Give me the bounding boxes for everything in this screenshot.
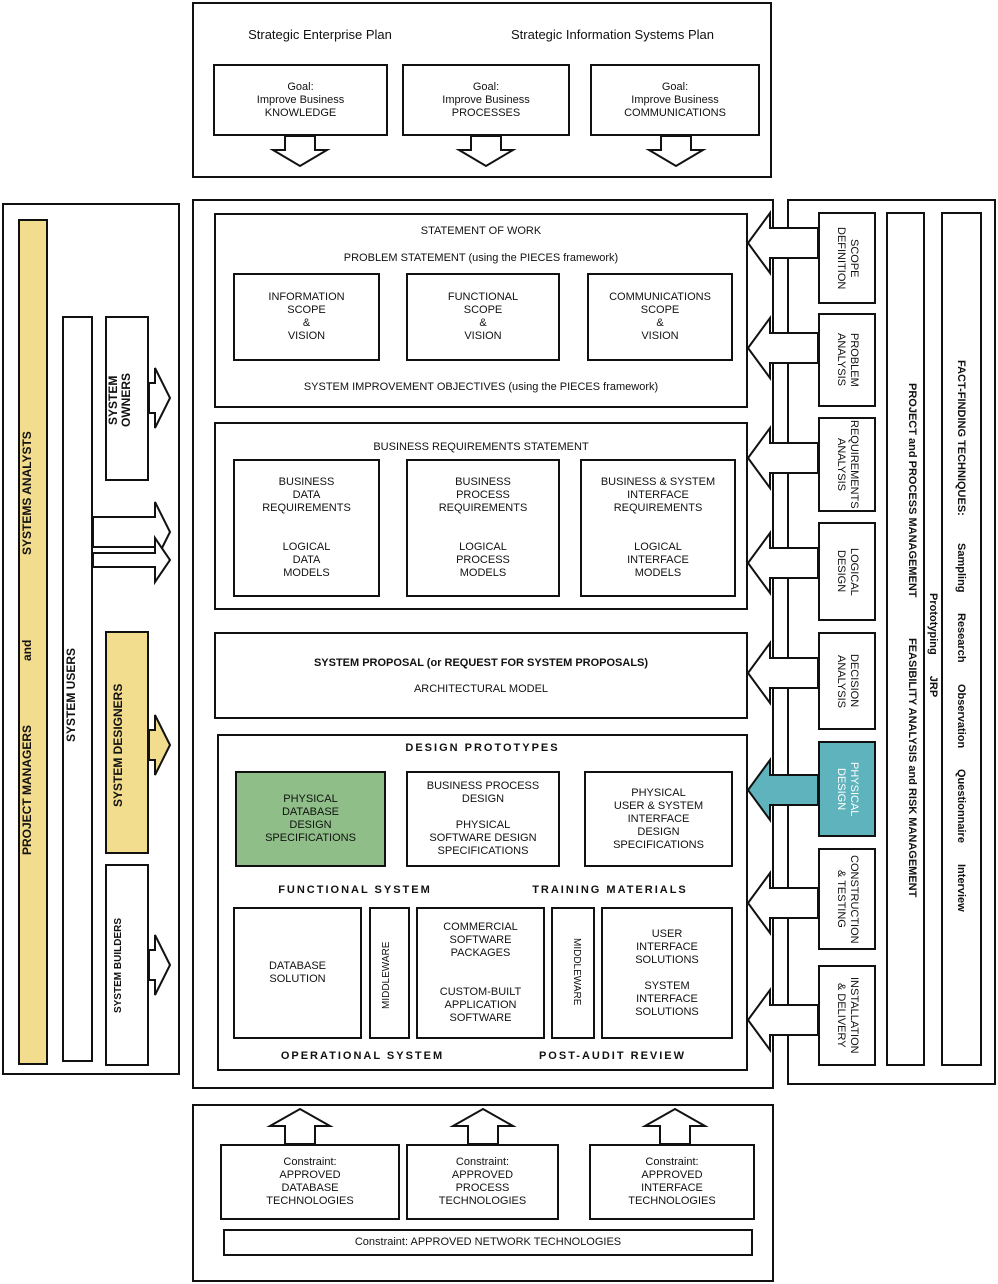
owners-arrow	[148, 367, 172, 429]
goal-processes-box: Goal: Improve Business PROCESSES	[402, 64, 570, 136]
interface-design-specs-box: PHYSICAL USER & SYSTEM INTERFACE DESIGN …	[584, 771, 733, 867]
system-proposal-title: SYSTEM PROPOSAL (or REQUEST FOR SYSTEM P…	[313, 657, 649, 669]
strategic-enterprise-plan-label: Strategic Enterprise Plan	[248, 27, 392, 42]
systems-analysts-label: SYSTEMS ANALYSTS	[20, 431, 34, 555]
phase-requirements-analysis[interactable]	[818, 417, 876, 512]
phase-requirements-analysis-label: REQUIREMENTS ANALYSIS	[835, 420, 860, 509]
system-designers-label: SYSTEM DESIGNERS	[111, 683, 125, 807]
management-bar	[886, 212, 925, 1066]
business-requirements-title: BUSINESS REQUIREMENTS STATEMENT	[373, 441, 589, 453]
information-scope-box: INFORMATION SCOPE & VISION	[233, 273, 380, 361]
phase-installation-delivery-label: INSTALLATION & DELIVERY	[835, 977, 860, 1054]
and-label: and	[20, 639, 34, 661]
phase-logical-design-label: LOGICAL DESIGN	[835, 547, 860, 596]
logical-arrow	[746, 529, 819, 597]
goal-arrow-knowledge	[269, 135, 331, 168]
database-solution-box: DATABASE SOLUTION	[233, 907, 362, 1039]
technique-research: Research	[955, 613, 967, 663]
problem-arrow	[746, 314, 819, 382]
installation-arrow	[746, 986, 819, 1054]
technique-interview: Interview	[955, 864, 967, 913]
software-design-specs-box: BUSINESS PROCESS DESIGN PHYSICAL SOFTWAR…	[406, 771, 560, 867]
system-owners-bar	[105, 316, 149, 481]
system-users-bar	[62, 316, 93, 1062]
project-managers-label: PROJECT MANAGERS	[20, 725, 34, 856]
decision-arrow	[746, 639, 819, 707]
technique-jrp: JRP	[927, 675, 939, 698]
physical-database-specs-box: PHYSICAL DATABASE DESIGN SPECIFICATIONS	[235, 771, 386, 867]
communications-scope-box: COMMUNICATIONS SCOPE & VISION	[587, 273, 733, 361]
functional-system-label: FUNCTIONAL SYSTEM	[278, 884, 432, 896]
constraint-arrow-process	[449, 1107, 517, 1145]
data-requirements-box: BUSINESS DATA REQUIREMENTS LOGICAL DATA …	[233, 459, 380, 597]
middleware-box-1	[369, 907, 410, 1039]
feasibility-risk-management-label: FEASIBILITY ANALYSIS and RISK MANAGEMENT	[906, 638, 918, 898]
builders-arrow	[148, 934, 172, 996]
project-managers-analysts-bar	[18, 219, 48, 1065]
middleware-label-1: MIDDLEWARE	[381, 941, 392, 1009]
architectural-model-label: ARCHITECTURAL MODEL	[413, 683, 549, 695]
physical-design-arrow	[746, 756, 819, 824]
system-users-label: SYSTEM USERS	[64, 647, 78, 743]
requirements-arrow	[746, 424, 819, 492]
phase-problem-analysis-label: PROBLEM ANALYSIS	[835, 333, 860, 387]
middleware-box-2	[551, 907, 595, 1039]
designers-arrow	[148, 714, 172, 776]
goal-communications-box: Goal: Improve Business COMMUNICATIONS	[590, 64, 760, 136]
constraint-process-box: Constraint: APPROVED PROCESS TECHNOLOGIE…	[406, 1144, 559, 1220]
constraint-database-box: Constraint: APPROVED DATABASE TECHNOLOGI…	[220, 1144, 400, 1220]
scope-arrow	[746, 209, 819, 277]
constraint-arrow-interface	[641, 1107, 709, 1145]
fact-finding-bar	[941, 212, 982, 1066]
fact-finding-column: FACT-FINDING TECHNIQUES: Sampling Resear…	[927, 330, 975, 960]
strategic-information-plan-label: Strategic Information Systems Plan	[510, 27, 715, 42]
users-arrow-bottom	[92, 534, 172, 586]
constraint-network-box: Constraint: APPROVED NETWORK TECHNOLOGIE…	[223, 1229, 753, 1256]
construction-arrow	[746, 869, 819, 937]
technique-questionnaire: Questionnaire	[955, 769, 967, 844]
middleware-label-2: MIDDLEWARE	[571, 938, 582, 1006]
system-builders-label: SYSTEM BUILDERS	[113, 917, 124, 1013]
functional-scope-box: FUNCTIONAL SCOPE & VISION	[406, 273, 560, 361]
goal-arrow-communications	[645, 135, 707, 168]
phase-decision-analysis-label: DECISION ANALYSIS	[835, 654, 860, 708]
fact-finding-label: FACT-FINDING TECHNIQUES:	[955, 359, 967, 516]
technique-observation: Observation	[955, 684, 967, 749]
constraint-arrow-database	[266, 1107, 334, 1145]
problem-statement-label: PROBLEM STATEMENT (using the PIECES fram…	[343, 252, 619, 264]
technique-prototyping: Prototyping	[927, 592, 939, 655]
users-arrow-top	[92, 501, 172, 563]
process-requirements-box: BUSINESS PROCESS REQUIREMENTS LOGICAL PR…	[406, 459, 560, 597]
phase-decision-analysis[interactable]	[818, 632, 876, 730]
phase-installation-delivery[interactable]	[818, 965, 876, 1066]
goal-arrow-processes	[455, 135, 517, 168]
phase-scope-definition-label: SCOPE DEFINITION	[835, 226, 860, 290]
project-process-management-label: PROJECT and PROCESS MANAGEMENT	[906, 382, 918, 598]
phase-construction-testing-label: CONSTRUCTION & TESTING	[835, 854, 860, 944]
software-solutions-box: COMMERCIAL SOFTWARE PACKAGES CUSTOM-BUIL…	[416, 907, 545, 1039]
constraint-interface-box: Constraint: APPROVED INTERFACE TECHNOLOG…	[589, 1144, 755, 1220]
technique-sampling: Sampling	[955, 542, 967, 593]
interface-solutions-box: USER INTERFACE SOLUTIONS SYSTEM INTERFAC…	[601, 907, 733, 1039]
phase-physical-design[interactable]	[818, 741, 876, 837]
system-owners-label: SYSTEM OWNERS	[106, 373, 133, 427]
interface-requirements-box: BUSINESS & SYSTEM INTERFACE REQUIREMENTS…	[580, 459, 736, 597]
system-proposal-box	[214, 632, 748, 719]
post-audit-review-label: POST-AUDIT REVIEW	[538, 1050, 687, 1062]
design-prototypes-label: DESIGN PROTOTYPES	[405, 742, 560, 754]
improvement-objectives-label: SYSTEM IMPROVEMENT OBJECTIVES (using the…	[303, 381, 659, 393]
training-materials-label: TRAINING MATERIALS	[532, 884, 688, 896]
operational-system-label: OPERATIONAL SYSTEM	[280, 1050, 445, 1062]
phase-physical-design-label: PHYSICAL DESIGN	[835, 761, 860, 817]
statement-of-work-title: STATEMENT OF WORK	[420, 225, 542, 237]
goal-knowledge-box: Goal: Improve Business KNOWLEDGE	[213, 64, 388, 136]
